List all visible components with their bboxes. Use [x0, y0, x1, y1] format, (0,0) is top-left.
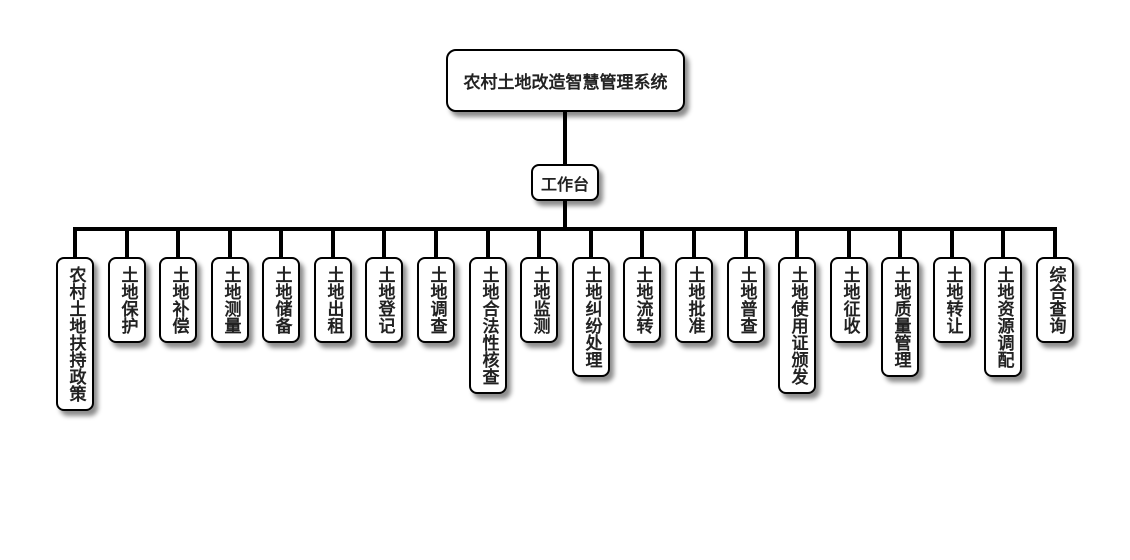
connector-drop: [434, 229, 438, 258]
module-node-label: 土地资源调配: [993, 266, 1014, 368]
module-node[interactable]: 土地调查: [417, 257, 455, 343]
module-node[interactable]: 土地质量管理: [881, 257, 919, 377]
module-node[interactable]: 综合查询: [1036, 257, 1074, 343]
connector-root-to-workbench: [563, 112, 567, 164]
connector-drop: [331, 229, 335, 258]
module-node-label: 土地普查: [736, 266, 757, 334]
root-node-label: 农村土地改造智慧管理系统: [463, 73, 668, 93]
connector-drop: [744, 229, 748, 258]
connector-drop: [898, 229, 902, 258]
module-node[interactable]: 土地征收: [830, 257, 868, 343]
workbench-node-label: 工作台: [540, 174, 589, 194]
module-node[interactable]: 土地登记: [365, 257, 403, 343]
connector-drop: [795, 229, 799, 258]
module-node[interactable]: 土地纠纷处理: [572, 257, 610, 377]
module-node-label: 综合查询: [1045, 266, 1066, 334]
connector-drop: [73, 229, 77, 258]
module-node-label: 土地储备: [271, 266, 292, 334]
connector-drop: [640, 229, 644, 258]
module-node[interactable]: 农村土地扶持政策: [56, 257, 94, 411]
module-node-label: 土地合法性核查: [478, 266, 499, 385]
module-node-label: 土地质量管理: [890, 266, 911, 368]
connector-drop: [382, 229, 386, 258]
connector-drop: [279, 229, 283, 258]
module-node-label: 土地出租: [323, 266, 344, 334]
module-node[interactable]: 土地出租: [314, 257, 352, 343]
connector-drop: [486, 229, 490, 258]
module-node-label: 土地监测: [529, 266, 550, 334]
root-node[interactable]: 农村土地改造智慧管理系统: [446, 49, 685, 112]
connector-drop: [228, 229, 232, 258]
module-node-label: 土地纠纷处理: [581, 266, 602, 368]
module-node-label: 土地流转: [632, 266, 653, 334]
module-node[interactable]: 土地保护: [108, 257, 146, 343]
module-node-label: 土地测量: [220, 266, 241, 334]
connector-drop: [950, 229, 954, 258]
connector-drop: [176, 229, 180, 258]
module-node[interactable]: 土地测量: [211, 257, 249, 343]
module-node[interactable]: 土地储备: [262, 257, 300, 343]
module-node[interactable]: 土地流转: [623, 257, 661, 343]
connector-drop: [537, 229, 541, 258]
connector-drop: [125, 229, 129, 258]
module-node[interactable]: 土地批准: [675, 257, 713, 343]
connector-drop: [847, 229, 851, 258]
module-node-label: 土地登记: [374, 266, 395, 334]
module-node-label: 农村土地扶持政策: [65, 266, 86, 402]
module-node-label: 土地保护: [117, 266, 138, 334]
module-node-label: 土地调查: [426, 266, 447, 334]
module-node-label: 土地转让: [942, 266, 963, 334]
module-node[interactable]: 土地合法性核查: [469, 257, 507, 394]
connector-drop: [692, 229, 696, 258]
module-node[interactable]: 土地资源调配: [984, 257, 1022, 377]
module-node[interactable]: 土地使用证颁发: [778, 257, 816, 394]
connector-workbench-to-bus: [563, 201, 567, 230]
module-node-label: 土地使用证颁发: [787, 266, 808, 385]
module-node[interactable]: 土地监测: [520, 257, 558, 343]
module-node-label: 土地征收: [839, 266, 860, 334]
workbench-node[interactable]: 工作台: [531, 164, 599, 201]
connector-drop: [1053, 229, 1057, 258]
module-node[interactable]: 土地补偿: [159, 257, 197, 343]
connector-drop: [1001, 229, 1005, 258]
module-node[interactable]: 土地转让: [933, 257, 971, 343]
module-node-label: 土地补偿: [168, 266, 189, 334]
connector-horizontal-bus: [73, 227, 1057, 231]
module-node[interactable]: 土地普查: [727, 257, 765, 343]
connector-drop: [589, 229, 593, 258]
module-node-label: 土地批准: [684, 266, 705, 334]
